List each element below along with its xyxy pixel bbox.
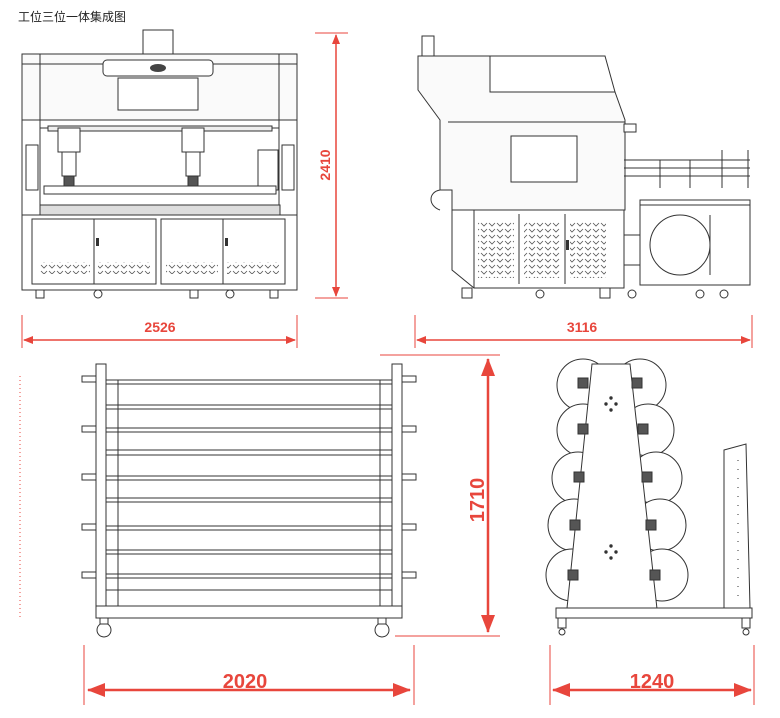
front-view-machine: [21, 29, 298, 299]
rack-side-view: [545, 358, 753, 636]
dim-front-height: 2410: [317, 149, 333, 180]
dim-rack-front-width: 2020: [223, 671, 268, 693]
dim-lines-rack: [83, 354, 500, 705]
dim-lines-rack-side: [549, 645, 755, 705]
dim-side-width: 3116: [567, 319, 598, 335]
dim-rack-side-width: 1240: [630, 671, 675, 693]
rack-front-view: [81, 363, 417, 638]
dim-front-width: 2526: [144, 319, 175, 335]
dim-lines-front: [21, 32, 348, 348]
dim-lines-side: [414, 315, 753, 348]
dim-rack-front-height: 1710: [467, 478, 489, 523]
diagram-title: 工位三位一体集成图: [18, 10, 127, 24]
side-view-machine: [417, 35, 751, 299]
